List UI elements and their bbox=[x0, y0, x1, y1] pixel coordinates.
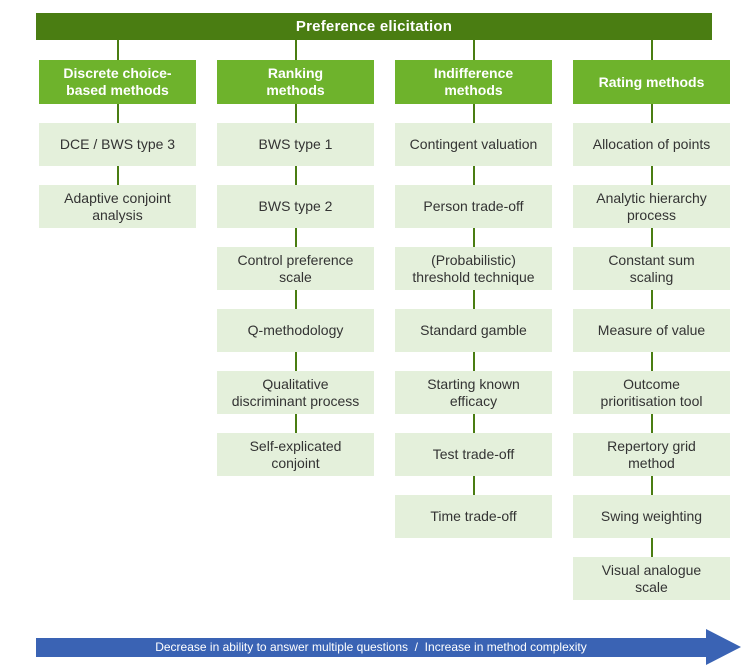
connector-line bbox=[472, 476, 475, 495]
connector-line bbox=[116, 104, 119, 123]
method-box: Self-explicated conjoint bbox=[217, 433, 374, 476]
connector-line bbox=[650, 414, 653, 433]
connector-line bbox=[472, 40, 475, 60]
connector-line bbox=[472, 228, 475, 247]
category-box-rating-methods: Rating methods bbox=[573, 60, 730, 104]
method-box: Swing weighting bbox=[573, 495, 730, 538]
method-box: BWS type 1 bbox=[217, 123, 374, 166]
connector-line bbox=[472, 414, 475, 433]
connector-line bbox=[650, 166, 653, 185]
connector-line bbox=[294, 40, 297, 60]
method-box: (Probabilistic) threshold technique bbox=[395, 247, 552, 290]
method-box: Visual analogue scale bbox=[573, 557, 730, 600]
connector-line bbox=[294, 352, 297, 371]
method-box: Adaptive conjoint analysis bbox=[39, 185, 196, 228]
column-discrete-choice-based-methods: Discrete choice- based methods DCE / BWS… bbox=[39, 40, 196, 600]
method-box: Standard gamble bbox=[395, 309, 552, 352]
complexity-arrow-body: Decrease in ability to answer multiple q… bbox=[36, 637, 706, 657]
method-box: BWS type 2 bbox=[217, 185, 374, 228]
complexity-arrow: Decrease in ability to answer multiple q… bbox=[36, 629, 741, 665]
connector-line bbox=[472, 104, 475, 123]
method-box: Repertory grid method bbox=[573, 433, 730, 476]
method-box: Control preference scale bbox=[217, 247, 374, 290]
method-box: Person trade-off bbox=[395, 185, 552, 228]
column-rating-methods: Rating methods Allocation of points Anal… bbox=[573, 40, 730, 600]
method-columns: Discrete choice- based methods DCE / BWS… bbox=[39, 40, 730, 600]
method-box: Analytic hierarchy process bbox=[573, 185, 730, 228]
connector-line bbox=[294, 104, 297, 123]
diagram-title: Preference elicitation bbox=[36, 13, 712, 40]
connector-line bbox=[472, 166, 475, 185]
connector-line bbox=[650, 40, 653, 60]
connector-line bbox=[650, 352, 653, 371]
arrow-head-icon bbox=[706, 629, 741, 665]
connector-line bbox=[472, 352, 475, 371]
column-indifference-methods: Indifference methods Contingent valuatio… bbox=[395, 40, 552, 600]
method-box: Starting known efficacy bbox=[395, 371, 552, 414]
connector-line bbox=[472, 290, 475, 309]
method-box: Outcome prioritisation tool bbox=[573, 371, 730, 414]
category-box-ranking-methods: Ranking methods bbox=[217, 60, 374, 104]
method-box: Measure of value bbox=[573, 309, 730, 352]
method-box: Q-methodology bbox=[217, 309, 374, 352]
connector-line bbox=[116, 166, 119, 185]
connector-line bbox=[294, 166, 297, 185]
column-ranking-methods: Ranking methods BWS type 1 BWS type 2 Co… bbox=[217, 40, 374, 600]
method-box: Contingent valuation bbox=[395, 123, 552, 166]
method-box: Time trade-off bbox=[395, 495, 552, 538]
connector-line bbox=[294, 290, 297, 309]
connector-line bbox=[650, 476, 653, 495]
method-box: Constant sum scaling bbox=[573, 247, 730, 290]
method-box: Allocation of points bbox=[573, 123, 730, 166]
connector-line bbox=[294, 228, 297, 247]
connector-line bbox=[650, 228, 653, 247]
method-box: Qualitative discriminant process bbox=[217, 371, 374, 414]
connector-line bbox=[116, 40, 119, 60]
connector-line bbox=[294, 414, 297, 433]
method-box: Test trade-off bbox=[395, 433, 552, 476]
connector-line bbox=[650, 290, 653, 309]
method-box: DCE / BWS type 3 bbox=[39, 123, 196, 166]
connector-line bbox=[650, 104, 653, 123]
category-box-discrete-choice-based-methods: Discrete choice- based methods bbox=[39, 60, 196, 104]
complexity-arrow-label: Decrease in ability to answer multiple q… bbox=[155, 640, 587, 654]
category-box-indifference-methods: Indifference methods bbox=[395, 60, 552, 104]
connector-line bbox=[650, 538, 653, 557]
